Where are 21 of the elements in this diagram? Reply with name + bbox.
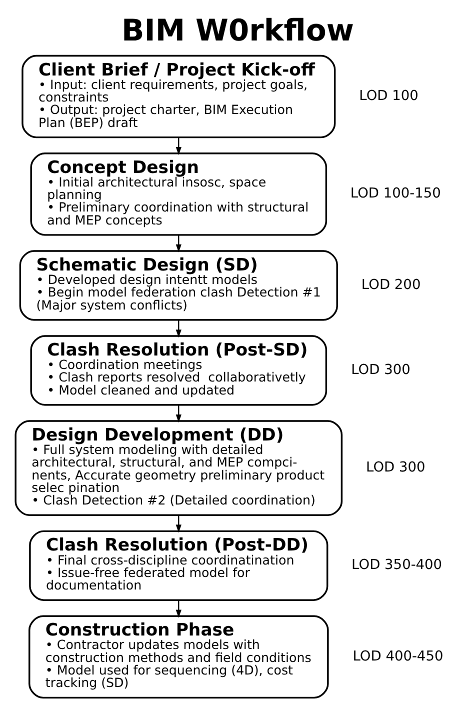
node-label: LOD 100-150 <box>350 186 440 202</box>
node-box: Concept Design • Initial architectural insosc, space planning • Preliminary coordination with structural and MEP concepts <box>30 152 327 236</box>
node-label: LOD 100 <box>358 88 418 104</box>
node-box: Clash Resolution (Post-SD) • Coordination meetings • Clash reports resolved collaborativetly • Model cleaned and updated <box>30 335 327 406</box>
node-box: Client Brief / Project Kick-off • Input: client requirements, project goals, constraints • Output: project charter, BIM Execution Plan (BEP) draft <box>21 54 336 138</box>
node-label: LOD 400-450 <box>352 648 443 664</box>
arrow <box>175 600 181 618</box>
node-label: LOD 350-400 <box>351 557 442 574</box>
node-box: Schematic Design (SD) • Developed design intentt models • Begin model federation clash Detection #1 (Major system conflicts) <box>18 250 338 321</box>
arrow <box>175 320 181 338</box>
node-label: LOD 200 <box>360 277 420 294</box>
node-label: LOD 300 <box>366 460 425 476</box>
node-label: LOD 300 <box>350 362 410 378</box>
node-box: Design Development (DD) • Full system modeling with detailed architectural, structural, and MEP compci- nents, Accurate geometry preliminary product selec pination • Clash Detection #2 (Detailed coordination) <box>14 420 342 516</box>
node-box: Construction Phase • Contractor updates models with construction methods and field conditions • Model used for sequencing (4D), cost tracking (SD) <box>28 615 328 699</box>
diagram-title: BIM W0rkflow <box>121 14 354 49</box>
arrow <box>175 235 181 252</box>
arrow <box>175 515 181 533</box>
arrow <box>175 138 181 156</box>
node-box: Clash Resolution (Post-DD) • Final cross-discipline coordinatination • Issue-free federated model for documentation <box>28 530 328 601</box>
arrow <box>175 404 181 423</box>
